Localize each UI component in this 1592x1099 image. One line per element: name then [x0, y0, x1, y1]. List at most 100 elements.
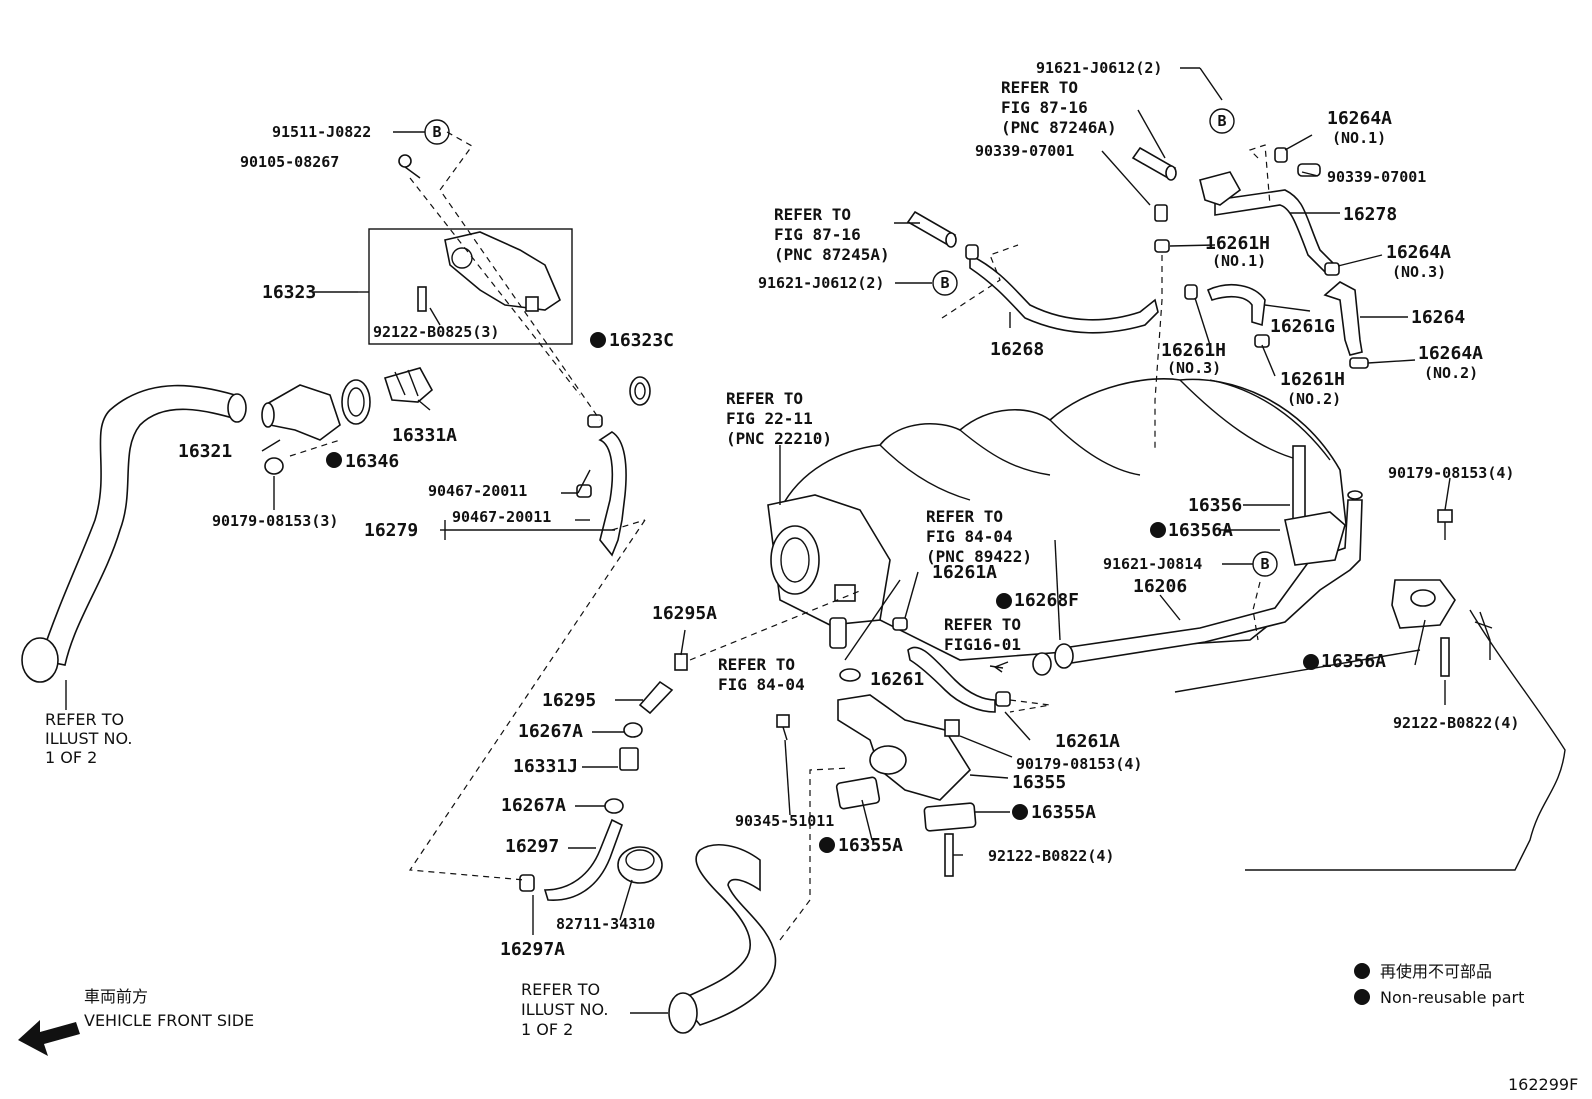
- thermostat-housing-16323: [417, 231, 561, 312]
- clamp-16267A-bottom: [604, 798, 624, 814]
- leader-lines: [261, 67, 1451, 935]
- clamp-16264A-no3: [1324, 262, 1340, 276]
- label-16261H-no1: 16261H: [1205, 233, 1270, 254]
- plug-90339-left: [1154, 204, 1168, 222]
- label-92122-B0822-4b: 92122-B0822(4): [988, 847, 1114, 865]
- ref-line: REFER TO: [774, 205, 851, 224]
- hose-87246A: [1131, 146, 1177, 181]
- label-92122-B0825-3: 92122-B0825(3): [373, 323, 499, 341]
- label-16264A-no3: 16264A: [1386, 242, 1451, 263]
- label-16267A-1: 16267A: [518, 721, 583, 742]
- label-16261H-no2-suffix: (NO.2): [1287, 390, 1341, 408]
- label-16346: 16346: [345, 451, 399, 472]
- non-reusable-dot: [1150, 522, 1166, 538]
- ref-illust-bottom: REFER TO ILLUST NO. 1 OF 2: [521, 980, 668, 1039]
- label-90179-08153-4b: 90179-08153(4): [1016, 755, 1142, 773]
- ref-line: FIG 87-16: [774, 225, 861, 244]
- hose-16261: [892, 617, 1011, 713]
- label-91621-J0814: 91621-J0814: [1103, 555, 1202, 573]
- valve-16331J: [619, 747, 639, 771]
- label-90345-51011: 90345-51011: [735, 812, 834, 830]
- stud-92122-bottom: [944, 833, 954, 877]
- ref-line: REFER TO: [926, 507, 1003, 526]
- label-16268: 16268: [990, 339, 1044, 360]
- ref-line: 1 OF 2: [45, 748, 97, 767]
- non-reusable-dot: [1012, 804, 1028, 820]
- legend-dot-2: [1354, 989, 1370, 1005]
- label-16323C: 16323C: [609, 330, 674, 351]
- label-16261: 16261: [870, 669, 924, 690]
- ref-line: 1 OF 2: [521, 1020, 573, 1039]
- gasket-16268F: [1032, 652, 1052, 676]
- label-90467-20011-a: 90467-20011: [428, 482, 527, 500]
- label-16268F: 16268F: [1014, 590, 1079, 611]
- water-outlet-16355: [837, 694, 972, 801]
- hose-16279: [576, 414, 627, 557]
- clamp-16261H-no3: [1184, 284, 1198, 300]
- label-16261A-2: 16261A: [1055, 731, 1120, 752]
- label-16356: 16356: [1188, 495, 1242, 516]
- label-90339-07001-left: 90339-07001: [975, 142, 1074, 160]
- label-16264A-no3-suffix: (NO.3): [1392, 263, 1446, 281]
- non-reusable-dot: [1303, 654, 1319, 670]
- label-16261H-no3-suffix: (NO.3): [1167, 359, 1221, 377]
- gasket-16346: [341, 379, 371, 425]
- label-16264: 16264: [1411, 307, 1465, 328]
- non-reusable-dot: [326, 452, 342, 468]
- circle-b-text: B: [1217, 112, 1226, 130]
- label-16206: 16206: [1133, 576, 1187, 597]
- legend: 再使用不可部品 Non-reusable part: [1354, 962, 1524, 1007]
- ref-line: REFER TO: [45, 710, 124, 729]
- thermostat-16331A: [383, 367, 434, 403]
- label-16355A-2: 16355A: [838, 835, 903, 856]
- ref-fig-84-04-89422: REFER TO FIG 84-04 (PNC 89422): [926, 507, 1032, 566]
- ref-fig-87-16-87246A: REFER TO FIG 87-16 (PNC 87246A): [1001, 78, 1117, 137]
- label-16355A-1: 16355A: [1031, 802, 1096, 823]
- label-16261G: 16261G: [1270, 316, 1335, 337]
- sensor-89422: [829, 617, 861, 682]
- clamp-16261H-no1: [1154, 239, 1170, 253]
- label-91511-J0822: 91511-J0822: [272, 123, 371, 141]
- label-90467-20011-b: 90467-20011: [452, 508, 551, 526]
- label-16297: 16297: [505, 836, 559, 857]
- ref-fig-22-11: REFER TO FIG 22-11 (PNC 22210): [726, 389, 832, 448]
- label-16321: 16321: [178, 441, 232, 462]
- label-90105-08267: 90105-08267: [240, 153, 339, 171]
- engine-outline: [1054, 379, 1566, 871]
- pipe-16206: [1054, 490, 1363, 669]
- gasket-16355A-left: [835, 776, 881, 810]
- ref-line: (PNC 89422): [926, 547, 1032, 566]
- clamp-16264A-no1: [1274, 147, 1288, 163]
- label-16261A-1: 16261A: [932, 562, 997, 583]
- front-arrow-icon: [18, 1020, 80, 1056]
- circle-b-text: B: [432, 123, 441, 141]
- housing-group-box: [368, 228, 573, 345]
- water-inlet-16321: [261, 384, 341, 441]
- hose-16264: [1323, 281, 1363, 356]
- label-16267A-2: 16267A: [501, 795, 566, 816]
- label-16355: 16355: [1012, 772, 1066, 793]
- label-16278: 16278: [1343, 204, 1397, 225]
- gasket-16355A-right: [923, 802, 977, 832]
- label-91621-J0612-top: 91621-J0612(2): [1036, 59, 1162, 77]
- label-16356A-2: 16356A: [1321, 651, 1386, 672]
- ref-line: ILLUST NO.: [45, 729, 132, 748]
- ref-line: FIG 84-04: [926, 527, 1013, 546]
- circle-b-marker-4: B: [1252, 551, 1278, 577]
- radiator-hose-left: [21, 384, 247, 683]
- throttle-body: [767, 494, 891, 626]
- label-16356A-1: 16356A: [1168, 520, 1233, 541]
- label-16264A-no1: 16264A: [1327, 108, 1392, 129]
- circle-b-marker-1: B: [424, 119, 450, 145]
- bolt-90345: [776, 714, 790, 741]
- nut-90179: [264, 457, 284, 475]
- label-16261H-no2: 16261H: [1280, 369, 1345, 390]
- circle-b-text: B: [940, 274, 949, 292]
- stud-92122-right: [1440, 637, 1450, 677]
- legend-japanese: 再使用不可部品: [1380, 962, 1492, 981]
- hose-16295: [638, 653, 688, 715]
- label-82711-34310: 82711-34310: [556, 915, 655, 933]
- label-16264A-no2-suffix: (NO.2): [1424, 364, 1478, 382]
